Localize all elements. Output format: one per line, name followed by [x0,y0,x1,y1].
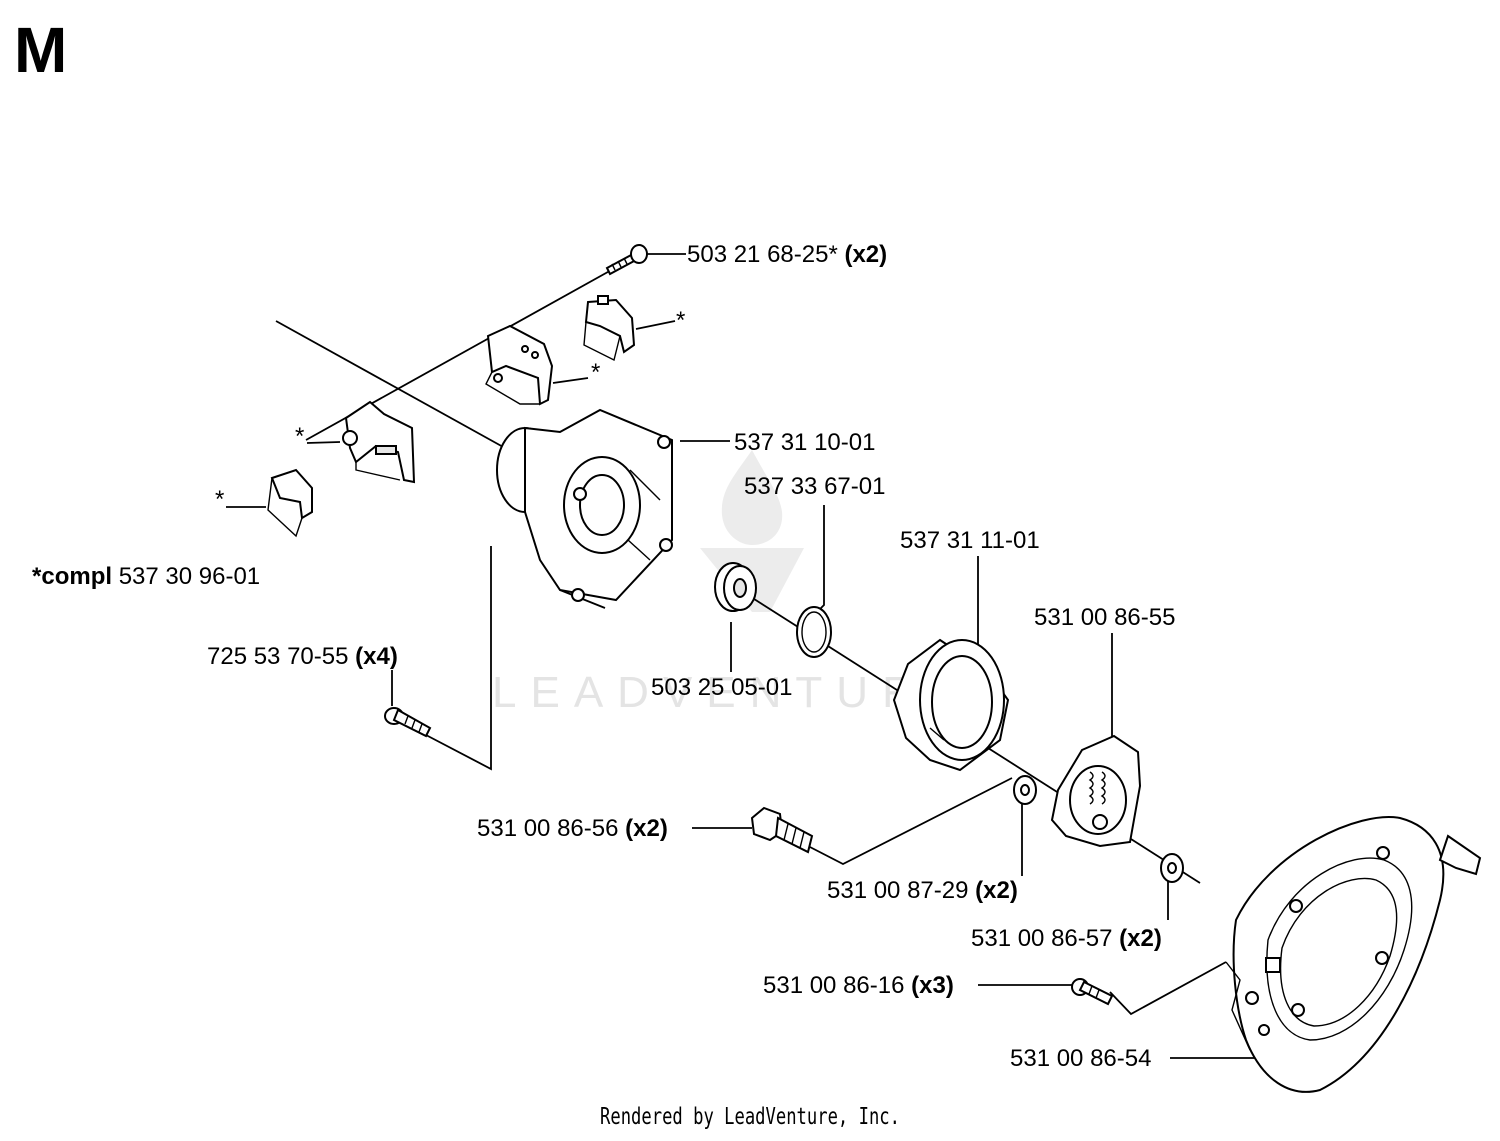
ring-part [796,606,832,658]
washer-a-part [1013,775,1037,805]
screw-left-part [384,707,432,738]
label-clutch-drum: 537 31 11-01 [900,527,1040,554]
label-washer-a: 531 00 87-29 (x2) [827,877,1018,904]
clutch-shoes-part [1050,734,1142,848]
label-washer-b: 531 00 86-57 (x2) [971,925,1162,952]
bearing-part [714,562,757,612]
section-letter: M [14,14,67,86]
clamp-half-b-part [485,324,554,406]
label-bolt: 531 00 86-56 (x2) [477,815,668,842]
label-ring: 537 33 67-01 [744,473,885,500]
bolt-part [750,806,814,854]
label-star-a: * [676,307,685,334]
screw-top-part [605,244,648,276]
label-bearing: 503 25 05-01 [651,674,792,701]
label-screw-top: 503 21 68-25* (x2) [687,241,887,268]
label-gear-housing: 537 31 10-01 [734,429,875,456]
assembly-lines [275,267,1227,1016]
watermark-text: LEADVENTURE [492,668,971,717]
watermark-flame-icon [721,450,783,545]
clamp-left-part [342,400,416,484]
cover-part [1225,816,1482,1093]
label-kit: *compl 537 30 96-01 [32,563,260,590]
label-star-b: * [591,359,600,386]
watermark: LEADVENTURE [492,450,971,717]
label-star-d: * [215,486,224,513]
label-screw-cover: 531 00 86-16 (x3) [763,972,954,999]
label-clutch-shoes: 531 00 86-55 [1034,604,1175,631]
screw-cover-part [1071,978,1114,1006]
labels: 503 21 68-25* (x2) * * * * *compl 537 30… [32,241,1175,1072]
clamp-half-c-part [267,468,313,538]
footer-credit: Rendered by LeadVenture, Inc. [600,1104,900,1130]
gear-housing-part [496,408,673,602]
washer-b-part [1160,853,1184,883]
label-cover: 531 00 86-54 [1010,1045,1151,1072]
label-star-c: * [295,423,304,450]
label-screw-left: 725 53 70-55 (x4) [207,643,398,670]
clamp-half-a-part [583,295,636,362]
clutch-drum-part [892,638,1010,772]
